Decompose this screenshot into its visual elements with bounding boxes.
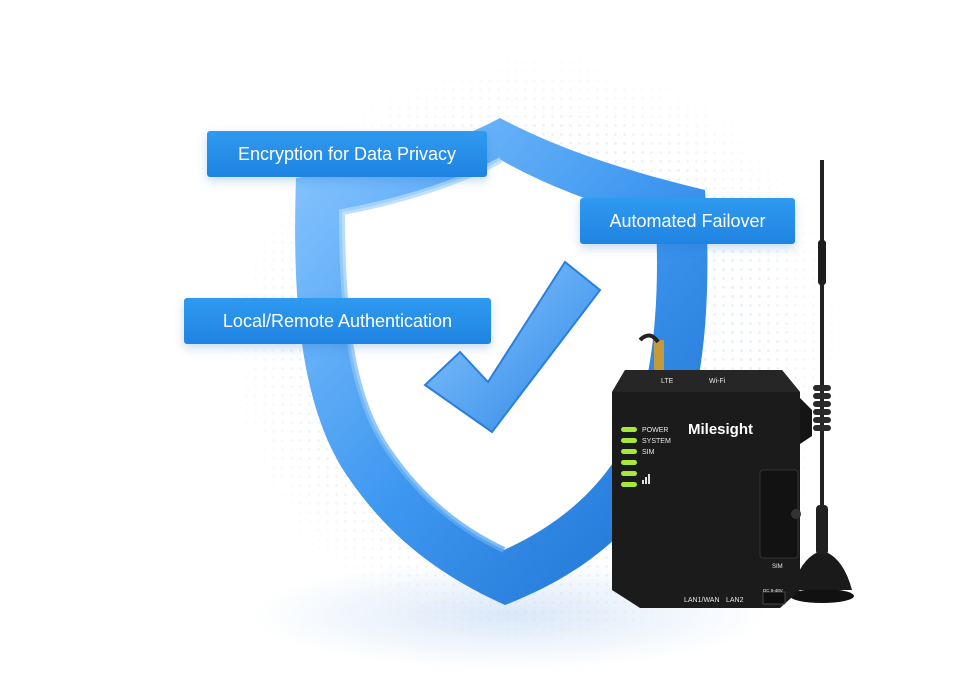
brand-logo: Milesight <box>688 421 753 438</box>
lte-port-label: LTE <box>661 378 674 385</box>
led-label-sim: SIM <box>642 449 655 456</box>
signal-bars-icon <box>642 474 650 484</box>
feature-label-failover: Automated Failover <box>580 198 795 244</box>
led-label-power: POWER <box>642 427 668 434</box>
led-label-system: SYSTEM <box>642 438 671 445</box>
feature-label-encryption: Encryption for Data Privacy <box>207 131 487 177</box>
lan2-port-label: LAN2 <box>726 597 744 604</box>
feature-label-authentication: Local/Remote Authentication <box>184 298 491 344</box>
power-input-label: DC 9-48V <box>763 588 783 593</box>
sim-slot-label: SIM <box>772 564 783 570</box>
wifi-port-label: Wi-Fi <box>709 378 726 385</box>
lan1-wan-port-label: LAN1/WAN <box>684 597 720 604</box>
